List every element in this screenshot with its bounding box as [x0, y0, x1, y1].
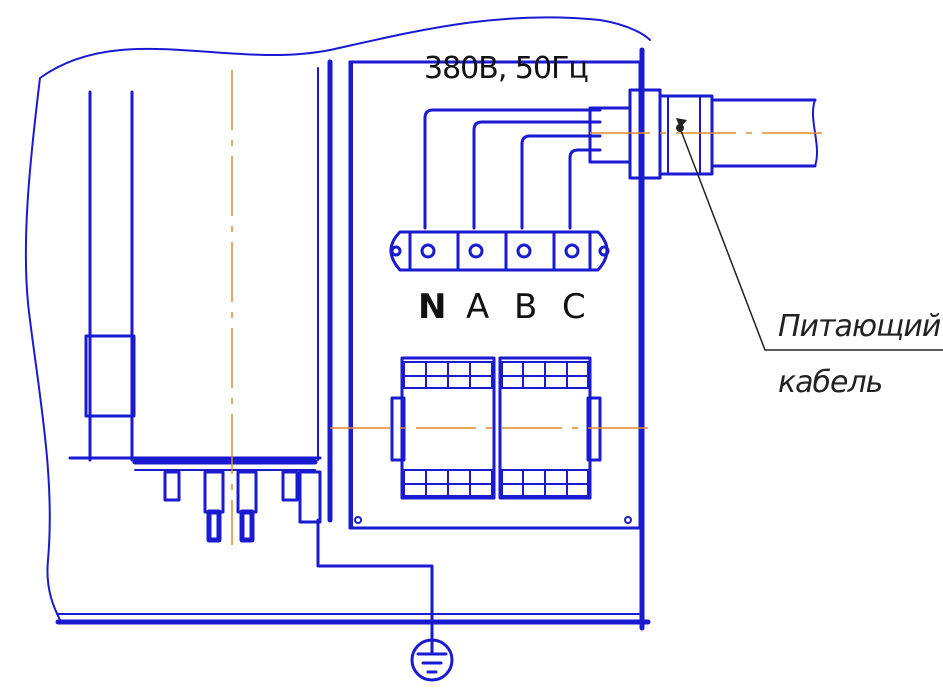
- ground-symbol-icon: [410, 638, 454, 682]
- housing-break-outline: [24, 16, 651, 621]
- terminal-label-b: B: [514, 287, 537, 327]
- phase-wires: [423, 108, 602, 230]
- cable-label-line2: кабель: [778, 365, 882, 400]
- terminal-label-n: N: [418, 287, 446, 327]
- bottom-connectors: [163, 470, 322, 543]
- cable-gland: [588, 88, 714, 180]
- screw: [354, 516, 362, 524]
- terminal-strip: [389, 230, 610, 272]
- terminal-label-c: C: [562, 287, 586, 327]
- ground-wire: [316, 518, 434, 642]
- motor-side-box: [84, 334, 136, 418]
- terminal-label-a: A: [466, 287, 489, 327]
- cable-leader-line: [679, 127, 943, 351]
- supply-label: 380В, 50Гц: [424, 51, 588, 86]
- screw: [624, 516, 632, 524]
- cable-label-line1: Питающий: [778, 309, 941, 344]
- contactor-left: [390, 356, 496, 500]
- terminal-screws: [420, 243, 580, 259]
- cable-leader-arrow: [676, 118, 687, 128]
